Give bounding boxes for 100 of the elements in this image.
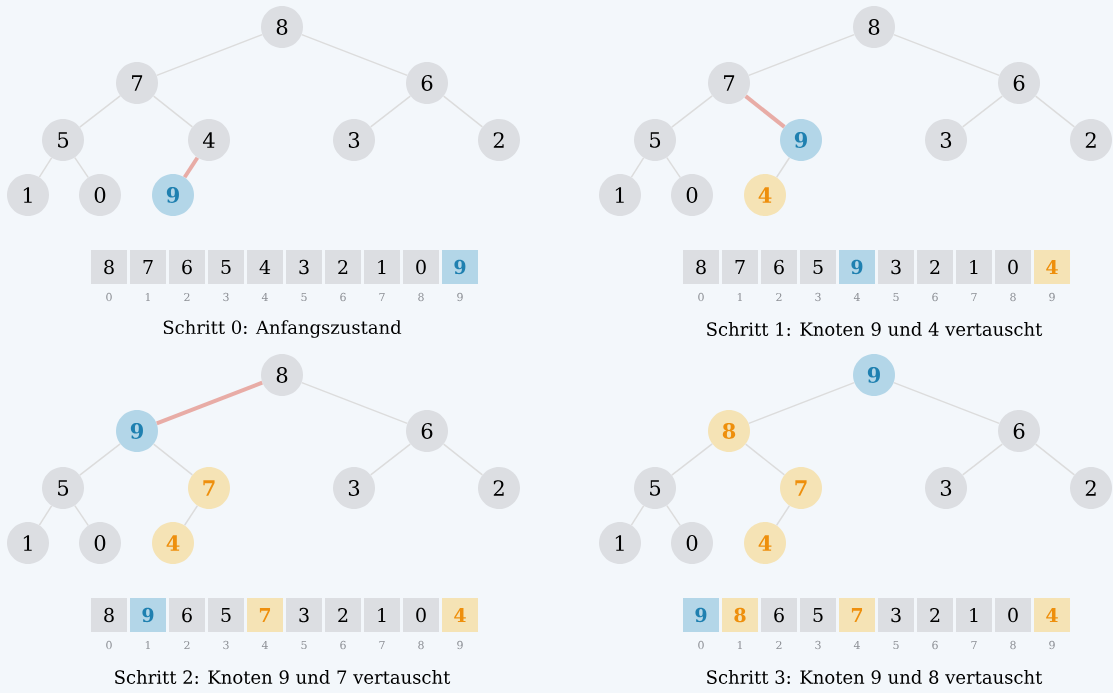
tree-node: 5 — [634, 119, 676, 161]
index-number: 9 — [457, 292, 463, 302]
index-number: 0 — [698, 640, 704, 650]
array-cell: 9 — [839, 250, 875, 284]
tree-node: 5 — [42, 119, 84, 161]
array-cell: 4 — [247, 250, 283, 284]
tree-edge — [442, 443, 484, 476]
tree-node: 6 — [406, 62, 448, 104]
array-cell: 1 — [956, 598, 992, 632]
tree-node: 3 — [333, 119, 375, 161]
index-number: 6 — [340, 292, 346, 302]
index-number: 5 — [893, 640, 899, 650]
tree-node: 8 — [853, 6, 895, 48]
tree-node: 0 — [671, 174, 713, 216]
array-cell: 5 — [208, 598, 244, 632]
tree-node: 9 — [853, 354, 895, 396]
array-cell: 0 — [403, 598, 439, 632]
tree-edge — [671, 95, 713, 128]
array-cell: 2 — [325, 250, 361, 284]
tree-edge — [156, 33, 263, 77]
array-cell: 1 — [364, 250, 400, 284]
array-cell: 9 — [683, 598, 719, 632]
array-cell: 2 — [917, 598, 953, 632]
index-number: 7 — [971, 293, 977, 301]
index-number: 2 — [184, 292, 190, 302]
tree-edge — [961, 95, 1004, 128]
tree-edge — [442, 95, 484, 128]
array-cell: 1 — [956, 250, 992, 284]
array-cell: 3 — [878, 250, 914, 284]
tree-node: 7 — [708, 62, 750, 104]
index-number: 8 — [418, 292, 424, 302]
tree-edge — [182, 156, 200, 179]
index-number: 8 — [1010, 640, 1016, 650]
index-number: 6 — [932, 640, 938, 650]
index-number: 2 — [776, 292, 782, 302]
step-caption: Schritt 0: Anfangszustand — [163, 320, 402, 338]
array-cell: 3 — [878, 598, 914, 632]
tree-node: 4 — [152, 522, 194, 564]
tree-node: 2 — [1070, 467, 1112, 509]
tree-node: 0 — [79, 174, 121, 216]
index-number: 3 — [815, 292, 821, 302]
tree-edge — [152, 95, 194, 128]
step-caption: Schritt 3: Knoten 9 und 8 vertauscht — [707, 670, 1043, 684]
tree-edge — [301, 381, 408, 425]
array-cell: 5 — [208, 250, 244, 284]
array-cell: 6 — [761, 250, 797, 284]
array-cell: 8 — [683, 250, 719, 284]
tree-node: 4 — [744, 174, 786, 216]
array-cell: 9 — [442, 250, 478, 284]
tree-edge — [369, 443, 412, 476]
tree-edge — [156, 380, 263, 426]
tree-node: 3 — [925, 467, 967, 509]
tree-edge — [1034, 443, 1076, 476]
tree-node: 2 — [478, 467, 520, 509]
tree-node: 2 — [1070, 119, 1112, 161]
index-number: 4 — [261, 640, 268, 650]
tree-edge — [1034, 95, 1076, 128]
array-cell: 8 — [722, 598, 758, 632]
tree-node: 4 — [188, 119, 230, 161]
index-number: 6 — [932, 292, 938, 302]
tree-node: 1 — [7, 174, 49, 216]
index-number: 5 — [893, 292, 899, 302]
tree-node: 8 — [708, 410, 750, 452]
tree-node: 0 — [79, 522, 121, 564]
tree-edge — [301, 33, 408, 77]
index-number: 0 — [106, 640, 112, 650]
tree-node: 6 — [406, 410, 448, 452]
tree-edge — [369, 95, 412, 128]
array-cell: 3 — [286, 250, 322, 284]
index-number: 4 — [853, 292, 860, 302]
tree-node: 3 — [925, 119, 967, 161]
array-cell: 2 — [325, 598, 361, 632]
array-cell: 8 — [91, 598, 127, 632]
tree-node: 7 — [116, 62, 158, 104]
index-number: 4 — [853, 640, 860, 650]
index-number: 3 — [223, 292, 229, 302]
array-cell: 6 — [169, 250, 205, 284]
array-cell: 9 — [130, 598, 166, 632]
array-cell: 1 — [364, 598, 400, 632]
index-number: 0 — [698, 292, 704, 302]
array-cell: 7 — [839, 598, 875, 632]
tree-node: 5 — [42, 467, 84, 509]
tree-node: 6 — [998, 410, 1040, 452]
tree-edge — [666, 504, 681, 527]
tree-edge — [79, 443, 121, 476]
tree-edge — [961, 443, 1004, 476]
array-cell: 8 — [91, 250, 127, 284]
tree-edge — [152, 443, 194, 476]
array-cell: 7 — [130, 250, 166, 284]
tree-node: 8 — [261, 6, 303, 48]
tree-edge — [630, 157, 645, 178]
tree-edge — [744, 94, 786, 129]
tree-edge — [748, 381, 855, 425]
tree-node: 1 — [599, 174, 641, 216]
index-number: 1 — [145, 292, 150, 302]
index-number: 1 — [737, 640, 742, 650]
index-number: 5 — [301, 640, 307, 650]
index-number: 1 — [737, 292, 742, 302]
step-caption: Schritt 1: Knoten 9 und 4 vertauscht — [707, 322, 1043, 336]
index-number: 1 — [145, 640, 150, 650]
